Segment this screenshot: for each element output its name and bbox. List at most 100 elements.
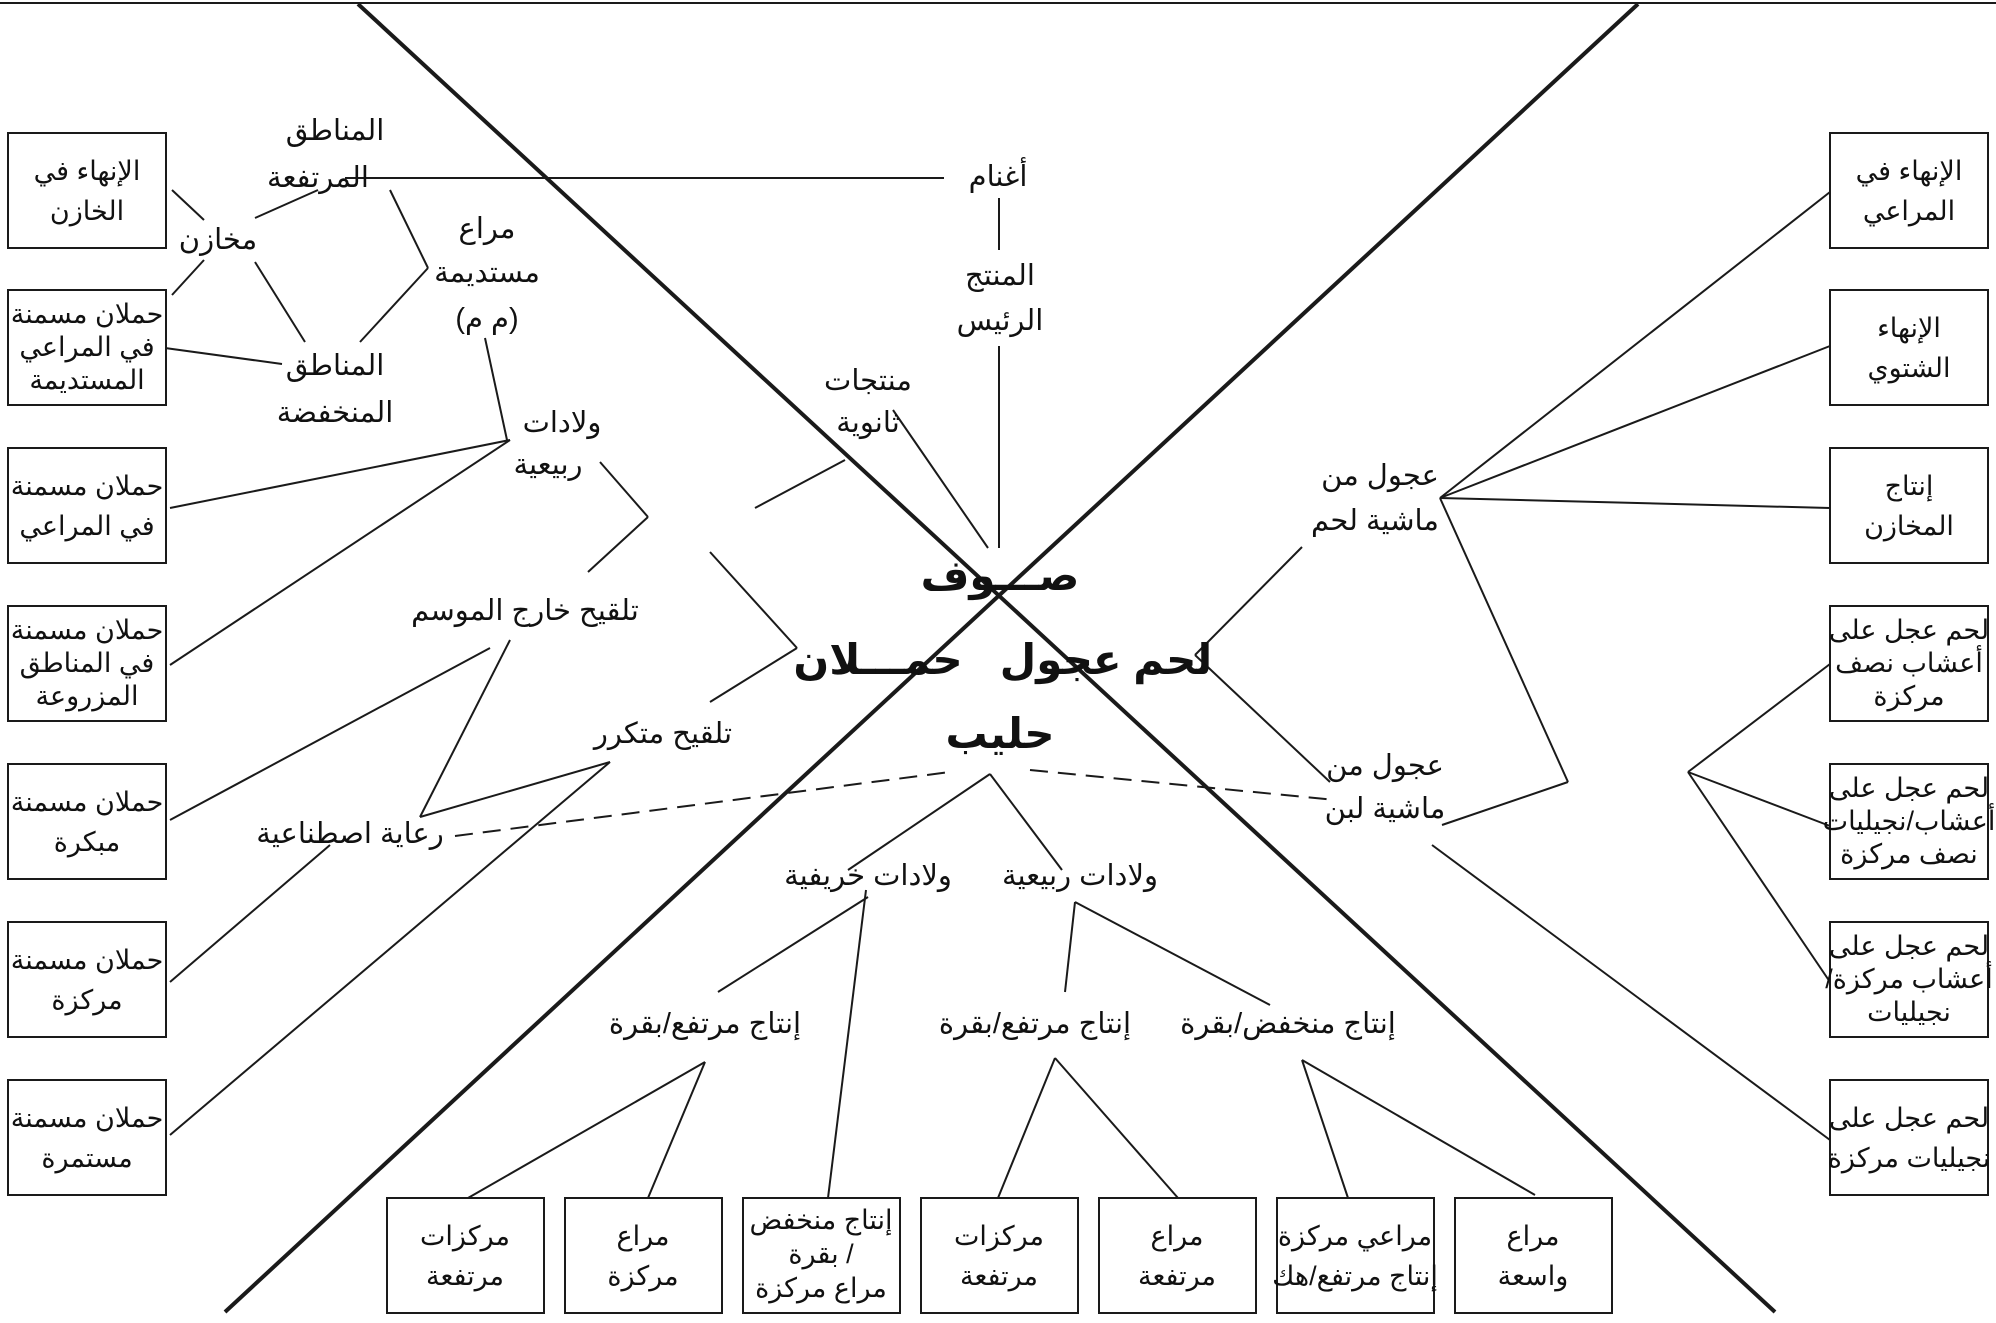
bottom-box-high-pasture: مراع مرتفعة	[1098, 1197, 1257, 1314]
label-permanent-pasture: مراع	[459, 213, 516, 245]
svg-text:/ بقرة: / بقرة	[788, 1239, 854, 1270]
label-uplands: المناطق	[286, 115, 385, 147]
svg-text:المخازن: المخازن	[1864, 511, 1954, 542]
label-beef-herd-calves: عجول من	[1321, 460, 1439, 492]
diagonal-line-left-to-right	[356, 2, 1777, 1314]
svg-text:إنتاج مرتفع/هك: إنتاج مرتفع/هك	[1272, 1261, 1438, 1292]
svg-text:ثانوية: ثانوية	[836, 407, 900, 439]
svg-text:حملان مسمنة: حملان مسمنة	[11, 1103, 164, 1133]
label-high-yield-autumn: إنتاج مرتفع/بقرة	[609, 1008, 801, 1041]
label-repeated-breeding: تلقيح متكرر	[592, 718, 732, 750]
hub-lambs: حمـــلان	[793, 636, 962, 683]
svg-text:حملان مسمنة: حملان مسمنة	[11, 471, 164, 501]
svg-text:الشتوي: الشتوي	[1867, 353, 1950, 384]
bottom-box-extensive-pasture: مراع واسعة	[1454, 1197, 1613, 1314]
label-autumn-calving: ولادات خريفية	[784, 860, 952, 892]
right-box-veal-intensive-cereals: لحم عجل على نجيليات مركزة	[1828, 1079, 1991, 1196]
hub-wool: صـــوف	[921, 552, 1080, 601]
svg-text:(م م): (م م)	[455, 303, 518, 335]
svg-text:مراع: مراع	[1507, 1221, 1560, 1252]
sheep-labels: أغنام المنتج الرئيس منتجات ثانوية المناط…	[179, 115, 1044, 850]
svg-text:مركزات: مركزات	[954, 1221, 1044, 1252]
bottom-box-intensive-pasture-1: مراع مركزة	[564, 1197, 723, 1314]
svg-text:مركزة: مركزة	[607, 1261, 678, 1292]
svg-text:المزروعة: المزروعة	[36, 681, 139, 712]
label-lowlands: المناطق	[286, 350, 385, 382]
svg-text:أعشاب نصف: أعشاب نصف	[1835, 644, 1983, 678]
svg-text:ربيعية: ربيعية	[513, 449, 582, 481]
svg-text:المنخفضة: المنخفضة	[277, 397, 394, 429]
left-box-lambs-fattened-pasture: حملان مسمنة في المراعي	[7, 447, 167, 564]
svg-text:إنتاج: إنتاج	[1885, 471, 1934, 502]
label-sheep: أغنام	[969, 156, 1028, 193]
right-box-veal-semi-intensive-grass: لحم عجل على أعشاب نصف مركزة	[1829, 605, 1989, 722]
right-box-winter-finishing: الإنهاء الشتوي	[1829, 289, 1989, 406]
right-box-veal-grass-cereals-semi-intensive: لحم عجل على أعشاب/نجيليات نصف مركزة	[1823, 763, 1995, 880]
left-box-continuous-fattened-lambs: حملان مسمنة مستمرة	[7, 1079, 167, 1196]
bottom-box-high-concentrates-2: مركزات مرتفعة	[920, 1197, 1079, 1314]
svg-text:المرتفعة: المرتفعة	[267, 162, 369, 194]
svg-text:مرتفعة: مرتفعة	[960, 1261, 1038, 1292]
svg-text:الخازن: الخازن	[50, 196, 124, 227]
right-box-store-production: إنتاج المخازن	[1829, 447, 1989, 564]
left-box-finishing-in-stores: الإنهاء في الخازن	[7, 132, 167, 249]
svg-text:الرئيس: الرئيس	[957, 305, 1044, 337]
svg-text:مراعي مركزة: مراعي مركزة	[1278, 1221, 1432, 1252]
hub-milk: حليب	[945, 710, 1054, 757]
hub-labels: صـــوف حمـــلان لحم عجول حليب	[793, 552, 1212, 757]
right-box-veal-intensive-grass-cereals: لحم عجل على أعشاب مركزة/ نجيليات	[1825, 921, 1993, 1038]
connector-lines	[164, 177, 1831, 1199]
label-off-season-breeding: تلقيح خارج الموسم	[411, 595, 639, 628]
svg-text:حملان مسمنة: حملان مسمنة	[11, 299, 164, 329]
cattle-labels: عجول من ماشية لحم عجول من ماشية لبن	[1311, 460, 1445, 825]
svg-text:لحم عجل على: لحم عجل على	[1829, 773, 1989, 804]
svg-text:واسعة: واسعة	[1498, 1261, 1569, 1292]
left-box-lambs-fattened-cultivated-areas: حملان مسمنة في المناطق المزروعة	[7, 605, 167, 722]
svg-text:الإنهاء في: الإنهاء في	[1856, 156, 1963, 187]
label-by-products: منتجات	[824, 365, 912, 397]
label-main-product: المنتج	[965, 260, 1035, 292]
bottom-box-high-concentrates-1: مركزات مرتفعة	[386, 1197, 545, 1314]
svg-text:نجيليات مركزة: نجيليات مركزة	[1828, 1143, 1991, 1174]
bottom-boxes: مركزات مرتفعة مراع مركزة إنتاج منخفض / ب…	[386, 1197, 1613, 1314]
svg-text:الإنهاء في: الإنهاء في	[34, 156, 141, 187]
svg-text:في المراعي: في المراعي	[19, 332, 154, 363]
hub-beef-calves: لحم عجول	[1000, 636, 1212, 685]
svg-text:نصف مركزة: نصف مركزة	[1840, 839, 1978, 870]
svg-text:الإنهاء: الإنهاء	[1877, 313, 1941, 344]
label-artificial-rearing: رعاية اصطناعية	[256, 818, 443, 850]
label-spring-births: ولادات	[523, 407, 602, 439]
diagonal-line-right-to-left	[223, 2, 1640, 1314]
svg-text:مستمرة: مستمرة	[41, 1143, 132, 1174]
left-box-early-fattened-lambs: حملان مسمنة مبكرة	[7, 763, 167, 880]
svg-text:المراعي: المراعي	[1863, 196, 1955, 227]
svg-text:المستديمة: المستديمة	[29, 365, 144, 395]
svg-text:مراع: مراع	[1151, 1221, 1204, 1252]
bottom-box-low-yield-intensive-pasture: إنتاج منخفض / بقرة مراع مركزة	[742, 1197, 901, 1314]
svg-text:مستديمة: مستديمة	[434, 257, 540, 289]
svg-text:في المناطق: في المناطق	[20, 648, 155, 679]
right-boxes: الإنهاء في المراعي الإنهاء الشتوي إنتاج …	[1823, 132, 1995, 1196]
label-spring-calving: ولادات ربيعية	[1002, 860, 1158, 892]
svg-text:لحم عجل على: لحم عجل على	[1829, 615, 1989, 646]
svg-text:نجيليات: نجيليات	[1867, 997, 1951, 1027]
svg-text:حملان مسمنة: حملان مسمنة	[11, 787, 164, 817]
dairy-labels: ولادات خريفية ولادات ربيعية إنتاج مرتفع/…	[609, 860, 1396, 1041]
left-box-intensive-fattened-lambs: حملان مسمنة مركزة	[7, 921, 167, 1038]
svg-text:مركزة: مركزة	[1873, 681, 1944, 712]
svg-text:مبكرة: مبكرة	[54, 827, 121, 858]
svg-text:حملان مسمنة: حملان مسمنة	[11, 615, 164, 645]
svg-text:إنتاج منخفض: إنتاج منخفض	[749, 1205, 892, 1236]
svg-text:ماشية لبن: ماشية لبن	[1325, 793, 1446, 825]
svg-text:مرتفعة: مرتفعة	[1138, 1261, 1216, 1292]
label-stores: مخازن	[179, 224, 257, 256]
svg-text:في المراعي: في المراعي	[19, 511, 154, 542]
svg-text:لحم عجل على: لحم عجل على	[1829, 931, 1989, 962]
label-high-yield-spring: إنتاج مرتفع/بقرة	[939, 1008, 1131, 1041]
svg-text:حملان مسمنة: حملان مسمنة	[11, 945, 164, 975]
label-dairy-herd-calves: عجول من	[1326, 750, 1444, 782]
svg-text:مركزة: مركزة	[51, 985, 122, 1016]
svg-text:مراع مركزة: مراع مركزة	[755, 1273, 887, 1304]
